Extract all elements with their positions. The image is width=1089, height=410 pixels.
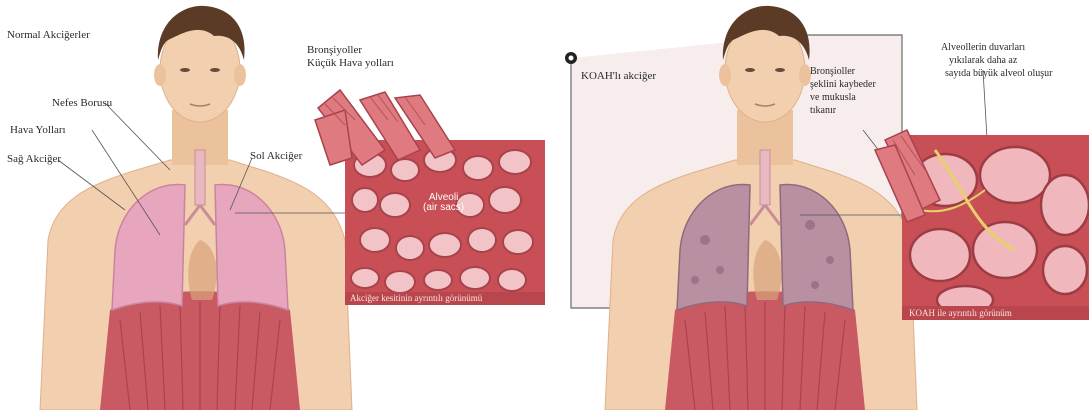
copd-alveoli-line2: yıkılarak daha az <box>949 55 1017 66</box>
copd-bronchioles-line4: tıkanır <box>810 105 836 116</box>
copd-bronchioles-line1: Bronşioller <box>810 66 855 77</box>
trachea-label: Nefes Borusu <box>52 97 112 109</box>
eye-right <box>210 68 220 72</box>
copd-alveoli-line1: Alveollerin duvarları <box>941 42 1025 53</box>
copd-alveoli-line3: sayıda büyük alveol oluşur <box>945 68 1052 79</box>
normal-lungs-panel: Normal Akciğerler Bronşiyoller Küçük Hav… <box>0 0 545 410</box>
ear-right <box>234 64 246 86</box>
copd-detail-box <box>902 135 1089 320</box>
eye-left <box>180 68 190 72</box>
normal-detail-box <box>345 140 545 305</box>
alveoli-label-line2: (air sacs) <box>423 203 464 213</box>
normal-title: Normal Akciğerler <box>7 29 90 41</box>
copd-lungs-panel: KOAH'lı akciğer Bronşioller şeklini kayb… <box>545 0 1089 410</box>
alveoli-label: Alveoli (air sacs) <box>423 193 464 213</box>
trachea <box>195 150 205 205</box>
right-lung-label: Sağ Akciğer <box>7 153 61 165</box>
airways-label: Hava Yolları <box>10 124 66 136</box>
bronchioles-label-line1: Bronşiyoller <box>307 44 362 56</box>
left-lung-label: Sol Akciğer <box>250 150 302 162</box>
normal-detail-caption: Akciğer kesitinin ayrıntılı görünümü <box>350 293 482 303</box>
copd-detail-caption: KOAH ile ayrıntılı görünüm <box>909 308 1012 318</box>
copd-bronchioles-line2: şeklini kaybeder <box>810 79 876 90</box>
ear-left <box>154 64 166 86</box>
copd-bronchioles-line3: ve mukusla <box>810 92 856 103</box>
copd-title: KOAH'lı akciğer <box>581 70 656 82</box>
bronchioles-label-line2: Küçük Hava yolları <box>307 57 394 69</box>
